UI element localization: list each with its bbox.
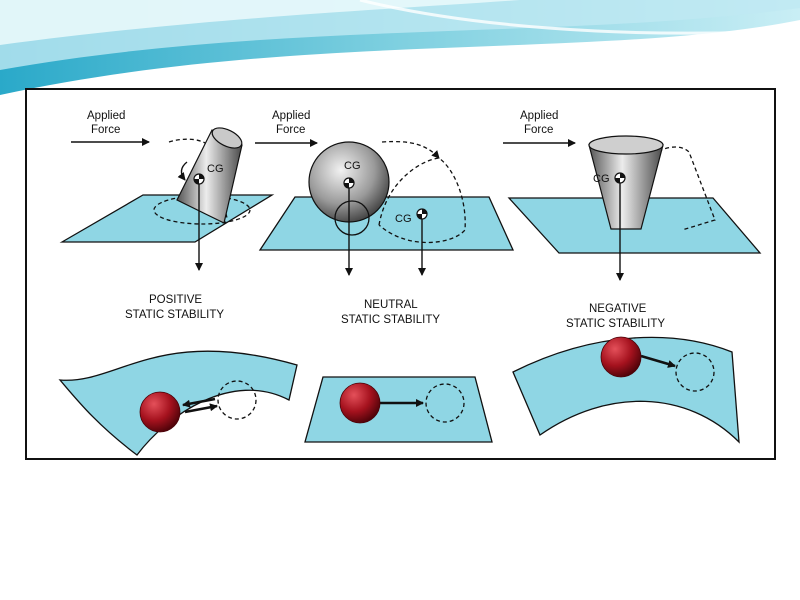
cone-top	[211, 127, 243, 149]
restoring-rotation-arrow	[177, 161, 188, 181]
flat-surface	[304, 376, 493, 443]
caption-line-2: STATIC STABILITY	[566, 318, 665, 330]
negative-panel: Applied Force CG NEGATIVE STATIC STABILI…	[503, 110, 762, 330]
ball	[139, 391, 181, 433]
neutral-panel: Applied Force CG CG NEUTRAL STATIC STABI…	[255, 110, 515, 326]
cg-label: CG	[207, 163, 224, 175]
ball	[600, 336, 642, 378]
applied-force-label-2: Force	[524, 124, 553, 136]
caption-line-1: POSITIVE	[149, 294, 202, 306]
displaced-ball-outline	[675, 352, 715, 392]
displaced-cone-outline	[626, 146, 716, 231]
banner-highlight	[359, 0, 800, 35]
positive-panel: Applied Force CG POSITIVE STATIC STABILI…	[59, 110, 275, 321]
displaced-ball-outline	[425, 383, 465, 423]
neutral-ball-analogy	[304, 376, 493, 443]
restoring-arrow	[182, 397, 216, 408]
applied-force-label-1: Applied	[520, 110, 558, 122]
caption-line-2: STATIC STABILITY	[125, 309, 224, 321]
banner-wave-front	[0, 0, 520, 45]
cone-top	[588, 135, 664, 155]
displacement-arrow	[184, 403, 218, 414]
negative-ball-analogy	[512, 336, 740, 444]
concave-surface	[58, 350, 298, 456]
roll-path-arrow	[381, 140, 440, 159]
applied-force-label-2: Force	[91, 124, 120, 136]
caption-line-1: NEUTRAL	[364, 299, 418, 311]
displacement-arrow	[640, 354, 676, 368]
displaced-ball-outline	[217, 380, 257, 420]
ball	[339, 382, 381, 424]
cg-label: CG	[344, 160, 361, 172]
stability-figure: Applied Force CG POSITIVE STATIC STABILI…	[25, 88, 776, 460]
displaced-cone-outline	[168, 138, 228, 219]
static-stability-diagram: Applied Force CG POSITIVE STATIC STABILI…	[58, 110, 762, 456]
caption-line-1: NEGATIVE	[589, 303, 647, 315]
applied-force-label-2: Force	[276, 124, 305, 136]
cg-label-displaced: CG	[395, 213, 412, 225]
applied-force-label-1: Applied	[87, 110, 125, 122]
positive-ball-analogy	[58, 350, 298, 456]
applied-force-label-1: Applied	[272, 110, 310, 122]
slide-header-banner	[0, 0, 800, 95]
cg-label: CG	[593, 173, 610, 185]
neutral-surface-plane	[258, 196, 515, 251]
caption-line-2: STATIC STABILITY	[341, 314, 440, 326]
convex-surface	[512, 336, 740, 444]
sphere-contact-outline	[334, 200, 370, 236]
